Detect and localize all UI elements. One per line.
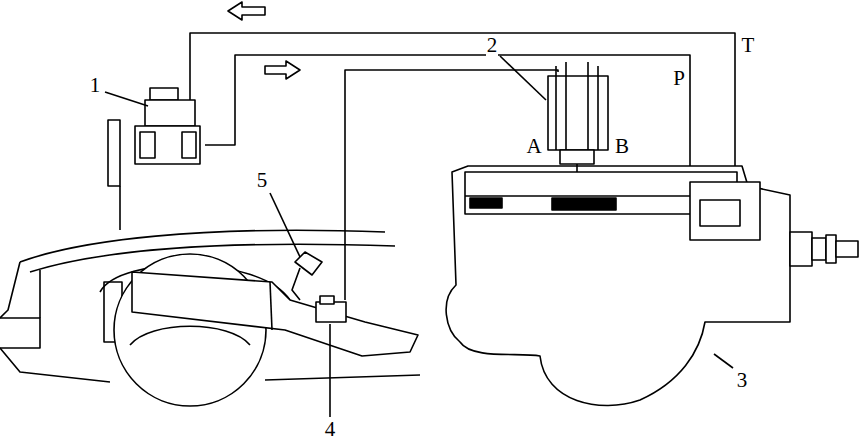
port-label: P <box>672 68 686 89</box>
port-label: B <box>614 136 630 157</box>
pump <box>108 88 200 230</box>
vehicle-front <box>0 230 420 406</box>
flow-arrow-left <box>228 2 265 20</box>
flow-arrow-right <box>265 61 300 79</box>
leader-lines <box>105 56 733 417</box>
port-label: T <box>741 35 756 56</box>
port-label: A <box>525 136 542 157</box>
callout-number: 4 <box>324 419 337 440</box>
steering-gear <box>446 166 858 406</box>
callout-number: 3 <box>736 370 749 391</box>
control-valve <box>548 62 608 172</box>
callout-number: 1 <box>89 75 102 96</box>
callout-number: 2 <box>486 35 499 56</box>
sensor-4 <box>316 302 346 322</box>
callout-number: 5 <box>256 170 269 191</box>
